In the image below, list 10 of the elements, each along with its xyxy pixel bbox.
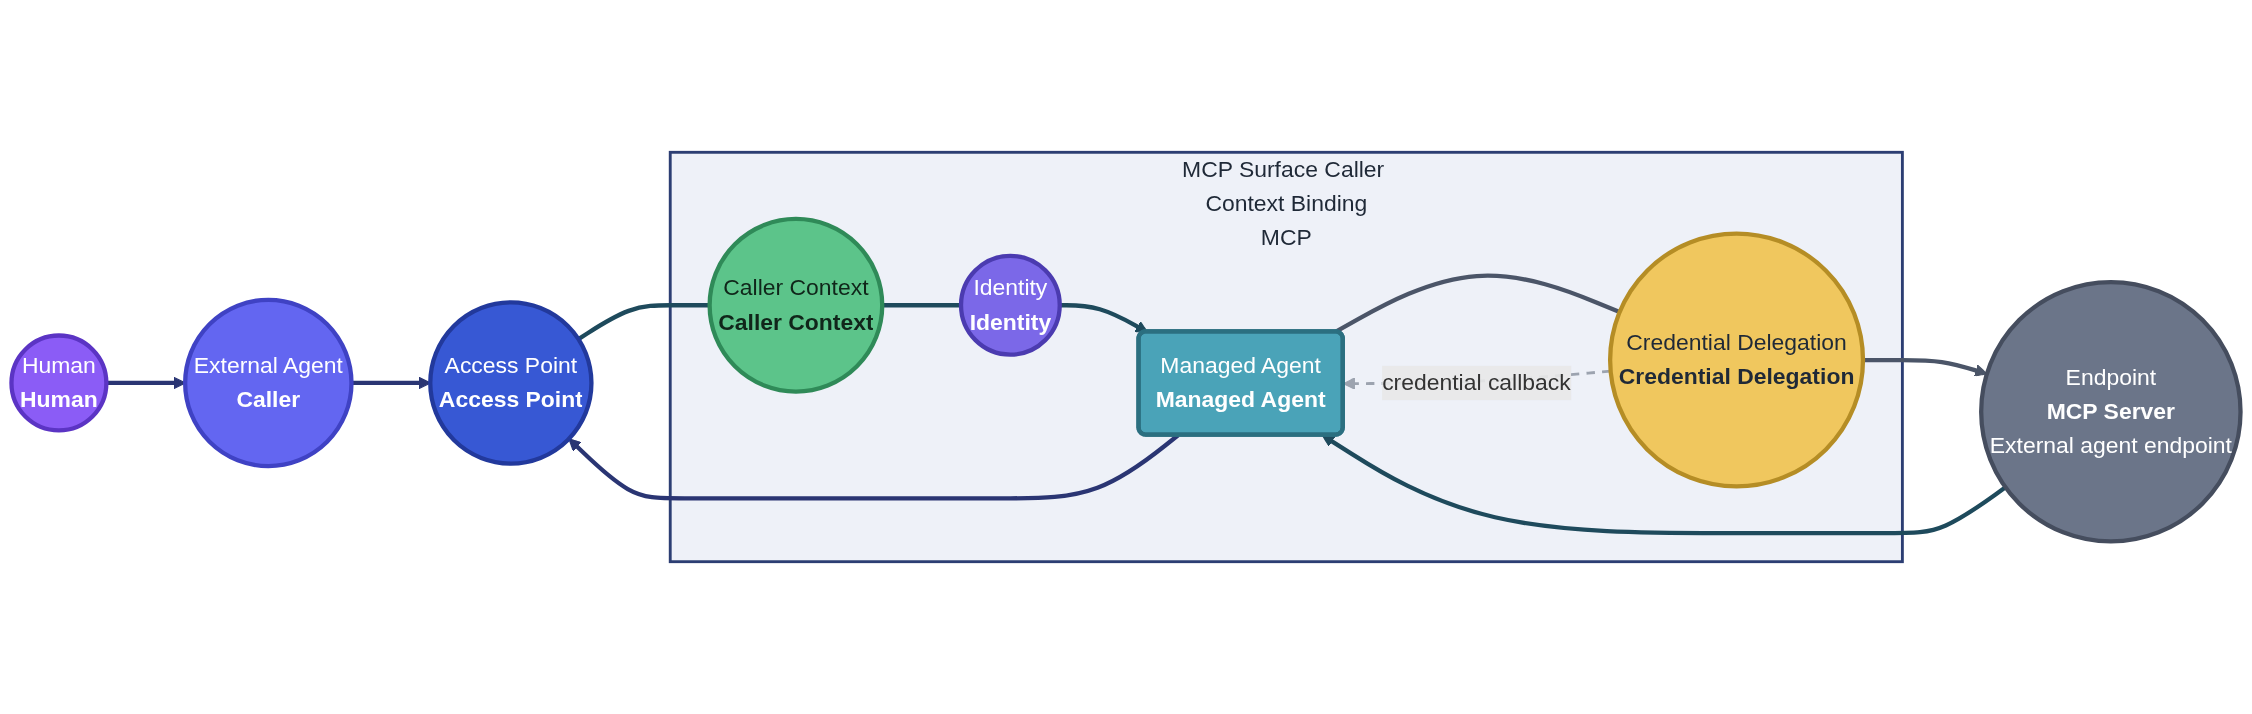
arrow xyxy=(1863,357,1988,377)
node-circle: Endpoint MCP Server External agent endpoint xyxy=(1979,279,2243,544)
arrow xyxy=(1321,434,2007,536)
edge-label: credential callback xyxy=(1382,370,1571,395)
node-circle: Identity Identity xyxy=(958,253,1062,357)
node-circle: Human Human xyxy=(9,333,109,433)
node-circle: Credential Delegation Credential Delegation xyxy=(1608,231,1866,489)
node-circle: Caller Context Caller Context xyxy=(707,216,885,394)
node-circle: External Agent Caller xyxy=(183,297,354,469)
node-circle: Access Point Access Point xyxy=(428,300,594,466)
